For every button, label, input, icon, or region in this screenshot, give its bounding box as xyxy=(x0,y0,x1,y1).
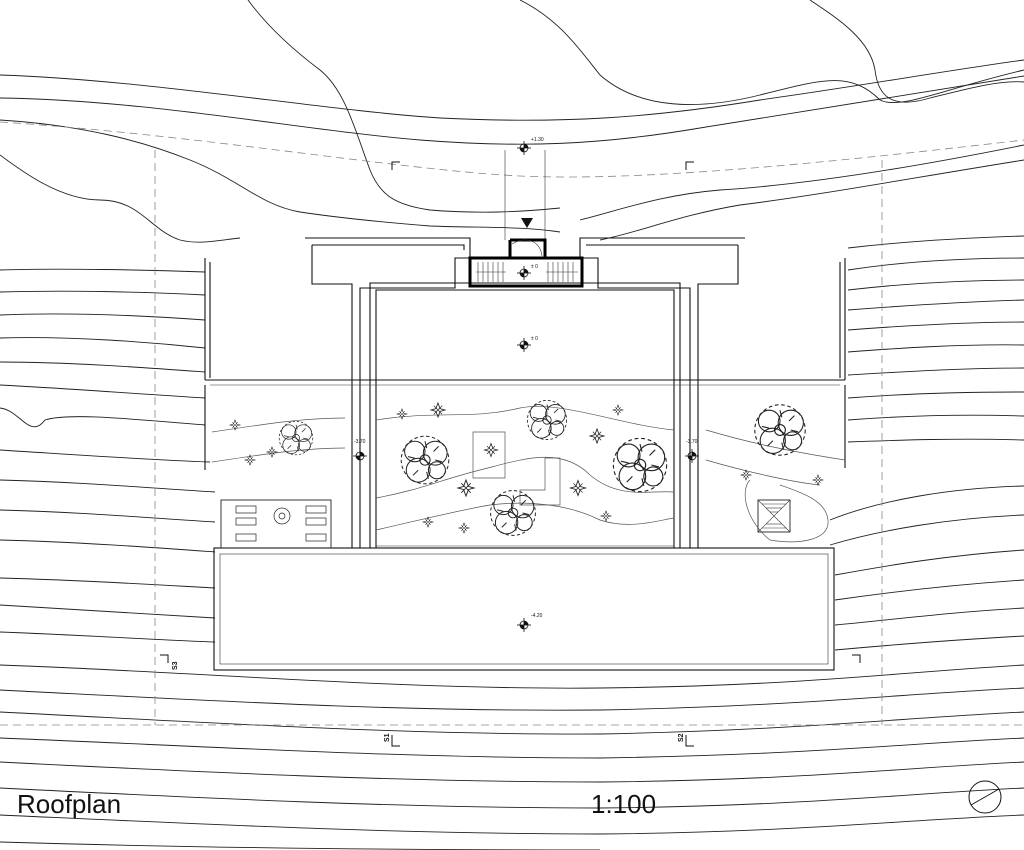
site-contours-west xyxy=(0,268,216,643)
terrace-furniture xyxy=(220,499,332,549)
section-label-s2: S2 xyxy=(678,733,685,742)
stair-treads xyxy=(476,262,578,282)
level-marker-icon xyxy=(516,337,532,353)
section-markers: S1 S2 S3 xyxy=(160,161,861,747)
tree-icon xyxy=(754,404,806,456)
level-marker-icon xyxy=(516,265,532,281)
section-label-s3: S3 xyxy=(172,661,179,670)
site-contours-north xyxy=(0,0,1024,243)
tree-icon xyxy=(266,446,278,458)
level-label-entry-floor: ± 0 xyxy=(531,264,538,270)
section-marker-icon xyxy=(391,735,400,747)
level-label-entrance: +1.30 xyxy=(531,137,544,143)
level-marker-icon xyxy=(352,448,368,464)
level-label-upper-roof: ± 0 xyxy=(531,336,538,342)
pyramid-skylight xyxy=(757,499,791,533)
section-marker-icon xyxy=(391,161,400,170)
garden-paths xyxy=(211,406,846,543)
tree-icon xyxy=(612,404,624,416)
level-label-lower-roof: -4.20 xyxy=(531,613,543,619)
level-label-court-right: -3.70 xyxy=(686,439,698,445)
site-contours-south xyxy=(0,664,1024,850)
tree-icon xyxy=(400,435,450,485)
tree-icon xyxy=(570,480,586,496)
level-markers: +1.30 ± 0 ± 0 -3.70 -3.70 -4.20 xyxy=(352,137,700,633)
tree-icon xyxy=(457,479,475,497)
section-marker-icon xyxy=(160,654,169,663)
section-label-s1: S1 xyxy=(384,733,391,742)
tree-icon xyxy=(278,420,314,456)
tree-icon xyxy=(812,474,824,486)
drawing-title: Roofplan xyxy=(17,789,122,819)
section-marker-icon xyxy=(852,654,861,663)
tree-icon xyxy=(589,428,605,444)
level-marker-icon xyxy=(684,448,700,464)
tree-icon xyxy=(526,399,568,441)
drawing-scale: 1:100 xyxy=(591,789,657,819)
entrance-path xyxy=(504,150,546,240)
level-label-court-left: -3.70 xyxy=(354,439,366,445)
level-marker-icon xyxy=(516,140,532,156)
tree-icon xyxy=(484,443,498,457)
section-marker-icon xyxy=(685,735,694,747)
building-walls xyxy=(204,237,846,671)
entrance-arrow-icon xyxy=(521,218,533,228)
tree-icon xyxy=(490,490,536,536)
section-marker-icon xyxy=(685,161,694,170)
tree-icon xyxy=(612,437,668,493)
north-arrow-icon xyxy=(968,780,1002,814)
property-lines xyxy=(0,121,1024,726)
level-marker-icon xyxy=(516,617,532,633)
tree-icon xyxy=(458,522,470,534)
site-contours-east xyxy=(829,235,1024,651)
tree-icon xyxy=(600,510,612,522)
